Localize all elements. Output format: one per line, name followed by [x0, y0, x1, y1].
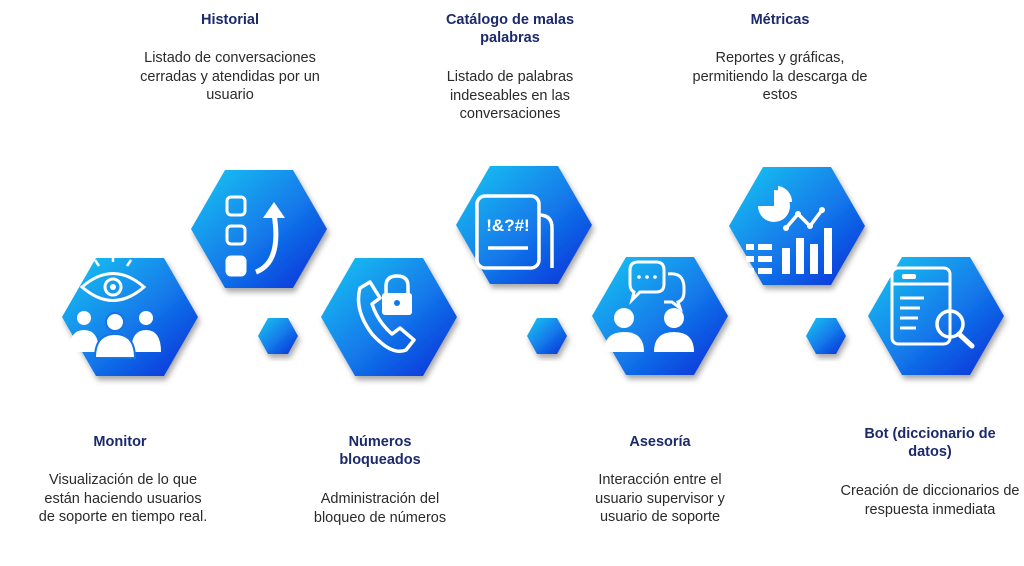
- svg-text:!&?#!: !&?#!: [486, 216, 529, 235]
- historial-hexagon: [191, 170, 327, 288]
- charts-icon: [746, 186, 832, 274]
- historial-description: Listado de conversaciones cerradas y ate…: [140, 50, 320, 103]
- numeros-hexagon: [321, 258, 457, 376]
- metricas-title: Métricas: [750, 12, 810, 28]
- catalogo-description: Listado de palabras indeseables en las c…: [446, 69, 574, 122]
- bot-hexagon: [868, 257, 1004, 375]
- metricas-description: Reportes y gráficas, permitiendo la desc…: [692, 50, 868, 103]
- monitor-description: Visualización de lo que están haciendo u…: [38, 472, 208, 525]
- chat-users-icon: [604, 260, 694, 352]
- numeros-title: Números bloqueados: [339, 434, 421, 468]
- catalogo-title: Catálogo de malas palabras: [445, 12, 575, 46]
- asesoria-description: Interacción entre el usuario supervisor …: [595, 472, 725, 525]
- connector-hexagon: [258, 318, 298, 354]
- monitor-title: Monitor: [93, 434, 147, 450]
- phone-lock-icon: [356, 274, 416, 353]
- numeros-description: Administración del bloqueo de números: [313, 491, 447, 526]
- profanity-sign-icon: !&?#!: [475, 194, 554, 270]
- connector-hexagon: [527, 318, 567, 354]
- historial-title: Historial: [200, 12, 259, 28]
- dictionary-search-icon: [890, 266, 975, 349]
- bot-description: Creación de diccionarios de respuesta in…: [840, 483, 1020, 518]
- connector-hexagon: [806, 318, 846, 354]
- eye-users-icon: [69, 256, 161, 359]
- bot-title: Bot (diccionario de datos): [864, 426, 996, 460]
- asesoria-hexagon: [592, 257, 728, 375]
- asesoria-title: Asesoría: [629, 434, 691, 450]
- history-list-icon: [225, 195, 285, 277]
